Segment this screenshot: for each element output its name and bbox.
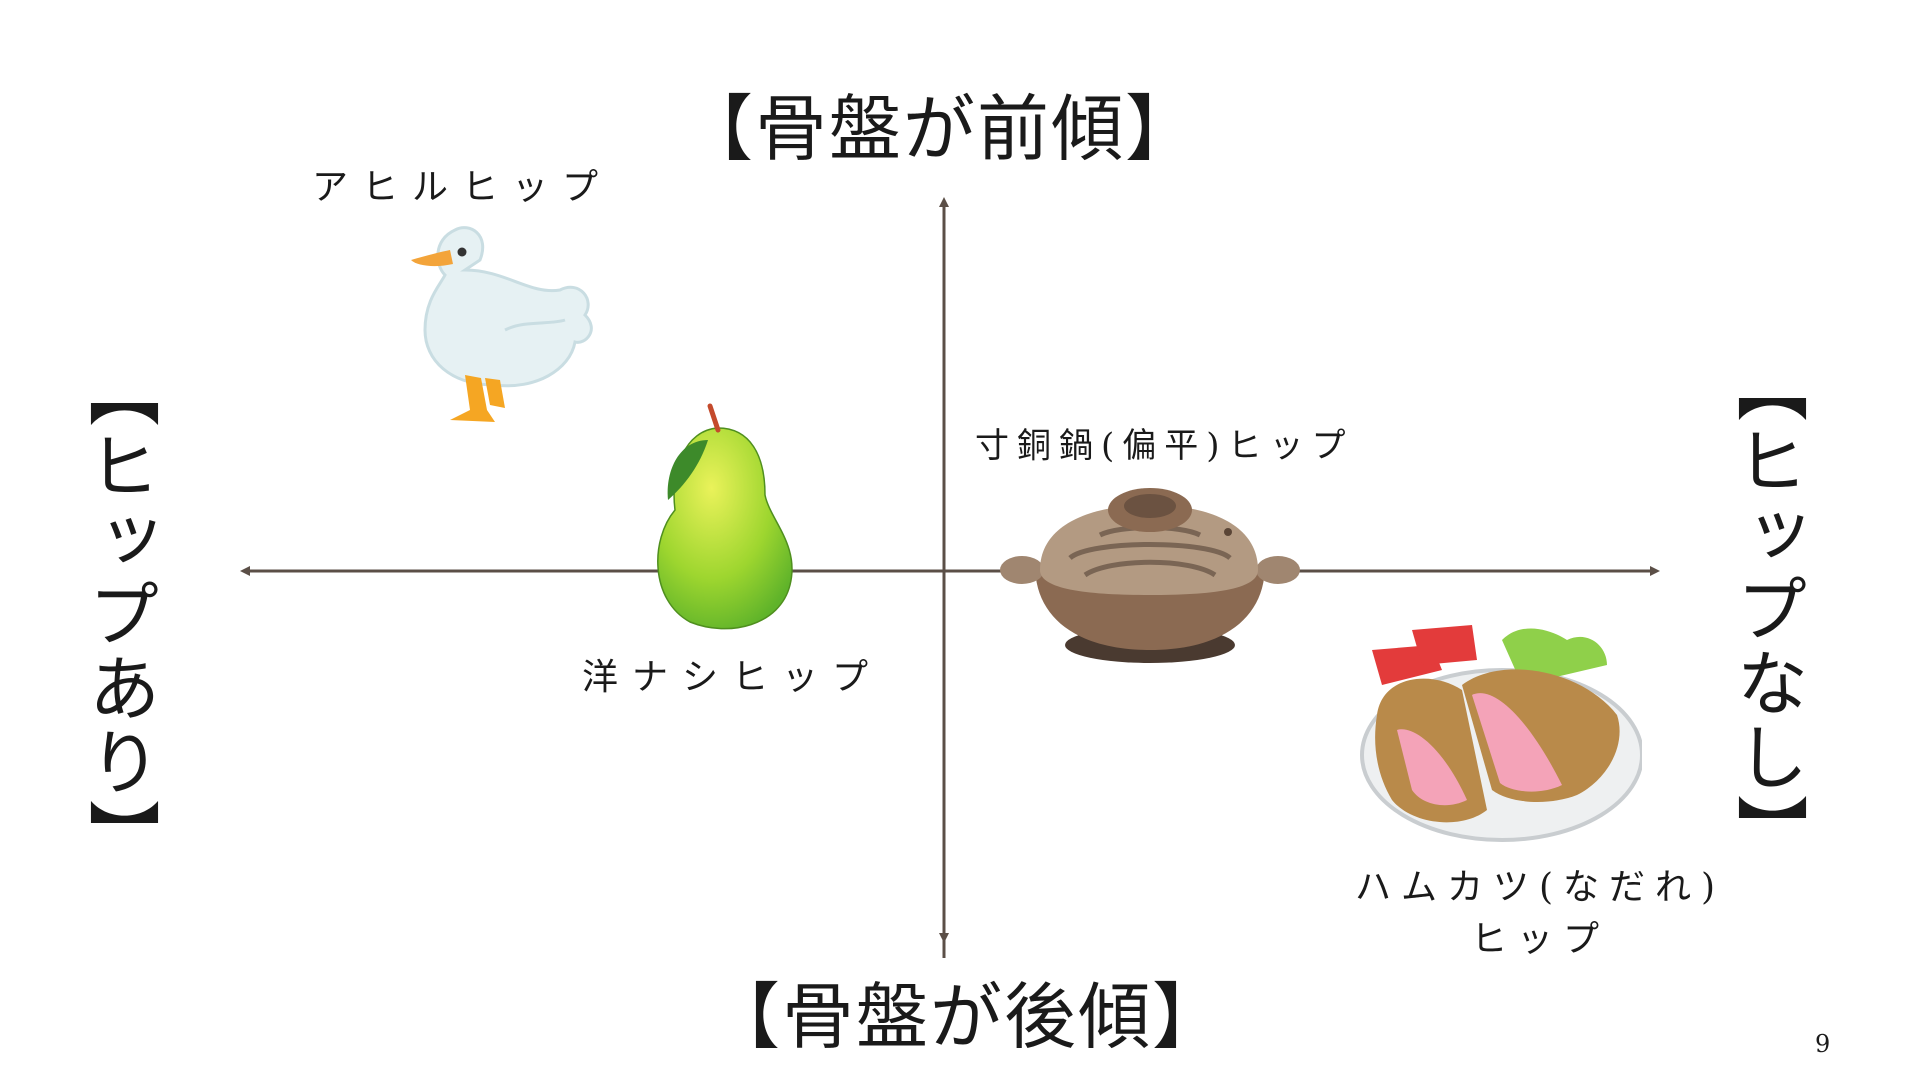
axis-label-right: 【ヒップなし】 [1724,350,1808,868]
clay-pot-label: 寸銅鍋(偏平)ヒップ [975,426,1354,466]
page-number: 9 [1815,1030,1831,1058]
ham-cutlet-label-line1: ハムカツ(なだれ) [1355,867,1726,908]
axis-label-left: 【ヒップあり】 [76,355,160,873]
clay-pot-icon [1000,488,1300,663]
axis-label-top: 【骨盤が前傾】 [680,87,1199,171]
axis-label-bottom: 【骨盤が後傾】 [707,975,1226,1059]
duck-label: アヒルヒップ [312,167,613,208]
ham-cutlet-label-line2: ヒップ [1471,919,1610,960]
duck-icon [411,226,593,422]
ham-cutlet-icon [1360,625,1642,842]
ham-cutlet-label: ハムカツ(なだれ) ヒップ [1355,862,1725,966]
pear-label: 洋ナシヒップ [582,657,883,698]
pear-icon [657,403,793,630]
